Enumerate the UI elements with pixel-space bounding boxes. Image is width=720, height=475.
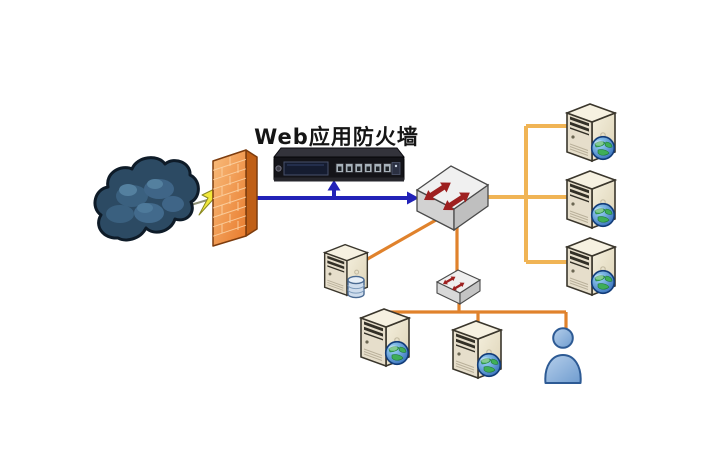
database-server-icon	[323, 243, 369, 299]
firewall-wall-icon	[212, 149, 258, 247]
waf-title-label: Web应用防火墙	[254, 125, 419, 149]
web-server-4-icon	[360, 308, 410, 367]
user-person-icon	[544, 327, 582, 384]
web-server-3-icon	[566, 237, 616, 296]
access-hub-icon	[435, 269, 482, 306]
web-server-5-icon	[452, 320, 502, 379]
internet-cloud-icon	[93, 156, 200, 242]
waf-appliance-icon	[272, 147, 406, 182]
trunk-links	[487, 124, 574, 264]
flow-blue-arrows	[257, 180, 419, 205]
web-server-1-icon	[566, 103, 616, 162]
core-switch-icon	[415, 165, 490, 232]
web-server-2-icon	[566, 170, 616, 229]
